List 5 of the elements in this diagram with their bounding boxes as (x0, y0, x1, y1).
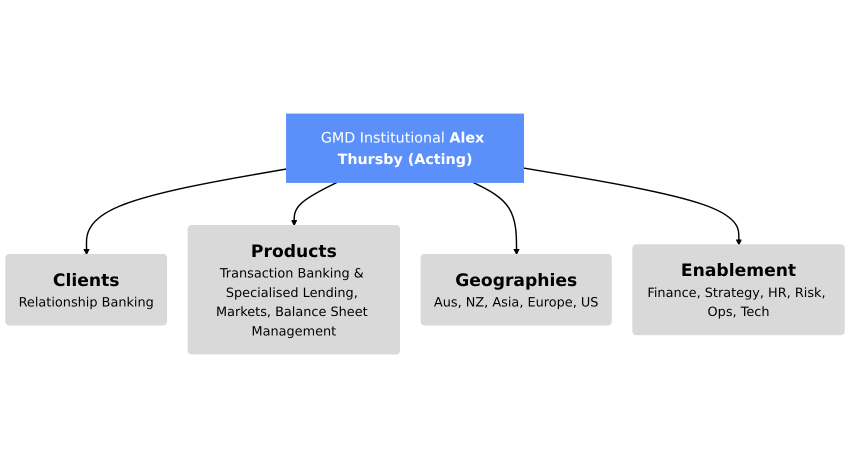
arrow (291, 182, 337, 226)
arrow (473, 182, 520, 255)
arrow (524, 167, 742, 246)
arrow (83, 168, 287, 255)
node-box: GMD Institutional Alex Thursby (Acting) (286, 114, 524, 183)
